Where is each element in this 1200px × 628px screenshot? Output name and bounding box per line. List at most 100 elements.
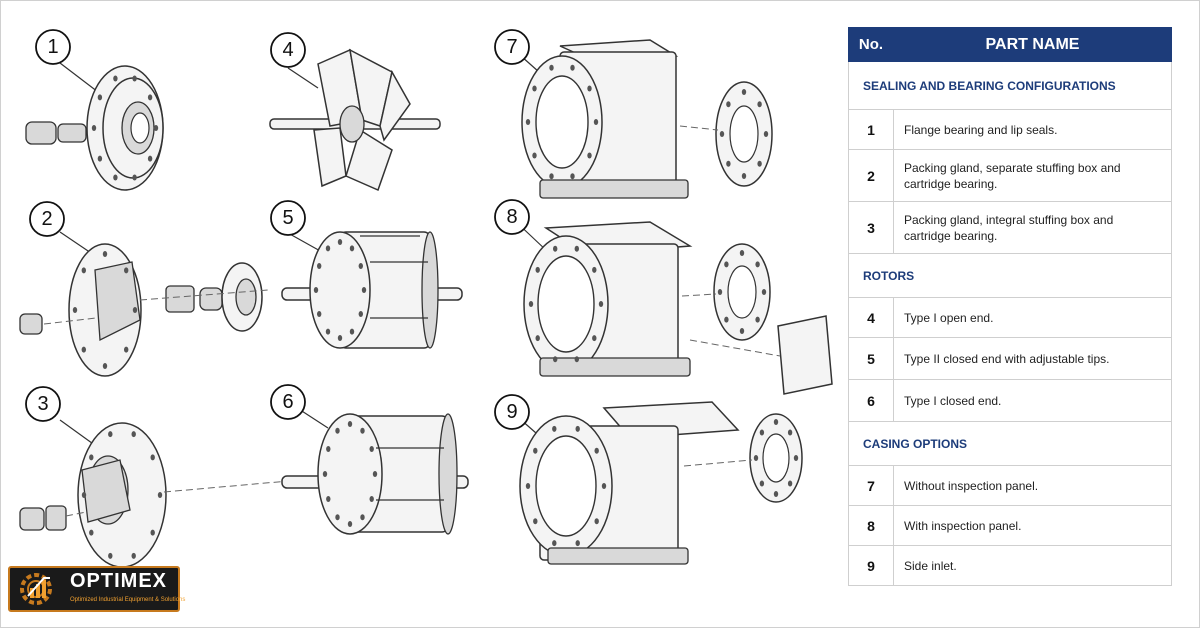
part-8-drawing bbox=[511, 217, 833, 395]
callout-3: 3 bbox=[25, 386, 61, 422]
bolt-hole bbox=[91, 125, 97, 131]
row-part-name: Type II closed end with adjustable tips. bbox=[893, 337, 1172, 380]
callout-2: 2 bbox=[29, 201, 65, 237]
bolt-hole bbox=[317, 311, 322, 317]
bolt-hole bbox=[592, 335, 597, 342]
callout-4-label: 4 bbox=[282, 39, 293, 61]
bolt-hole bbox=[528, 301, 534, 307]
bolt-hole bbox=[763, 131, 769, 137]
bolt-hole bbox=[594, 447, 599, 454]
bolt-hole bbox=[124, 346, 129, 353]
callout-2-label: 2 bbox=[41, 208, 52, 230]
bolt-hole bbox=[72, 307, 78, 313]
bolt-hole bbox=[358, 311, 363, 317]
bolt-hole bbox=[533, 447, 538, 454]
section-title-casing: CASING OPTIONS bbox=[848, 421, 1172, 466]
callout-4: 4 bbox=[270, 32, 306, 68]
bolt-hole bbox=[587, 85, 592, 92]
bolt-hole bbox=[131, 552, 136, 559]
bolt-hole bbox=[335, 514, 340, 521]
bolt-hole bbox=[89, 454, 94, 461]
bolt-hole bbox=[349, 328, 355, 335]
row-part-name: Without inspection panel. bbox=[893, 465, 1172, 506]
bolt-hole bbox=[102, 251, 108, 257]
bolt-hole bbox=[337, 239, 343, 245]
bolt-hole bbox=[108, 431, 113, 438]
bolt-hole bbox=[793, 455, 799, 461]
bolt-hole bbox=[525, 483, 531, 489]
section-row: SEALING AND BEARING CONFIGURATIONS bbox=[848, 61, 1172, 110]
callout-5-label: 5 bbox=[282, 207, 293, 229]
callout-9: 9 bbox=[494, 394, 530, 430]
table-row: 1 Flange bearing and lip seals. bbox=[848, 109, 1172, 150]
bolt-hole bbox=[349, 245, 355, 252]
bolt-hole bbox=[150, 529, 155, 536]
bolt-hole bbox=[535, 335, 540, 342]
bolt-hole bbox=[592, 266, 597, 273]
bolt-hole bbox=[326, 446, 331, 452]
header-no: No. bbox=[848, 27, 894, 62]
bolt-hole bbox=[81, 267, 87, 274]
part-3-drawing bbox=[19, 419, 301, 568]
bolt-hole bbox=[587, 152, 592, 159]
table-row: 2 Packing gland, separate stuffing box a… bbox=[848, 149, 1172, 202]
bolt-hole bbox=[574, 245, 579, 252]
callout-6: 6 bbox=[270, 384, 306, 420]
part-7-drawing bbox=[511, 39, 773, 199]
row-part-name: Flange bearing and lip seals. bbox=[893, 109, 1172, 150]
bolt-hole bbox=[574, 356, 579, 363]
row-part-name: Type I closed end. bbox=[893, 379, 1172, 422]
bolt-hole bbox=[131, 431, 136, 438]
bolt-hole bbox=[549, 64, 554, 71]
bolt-hole bbox=[97, 155, 103, 162]
row-number: 3 bbox=[848, 201, 894, 254]
row-part-name: Side inlet. bbox=[893, 545, 1172, 586]
row-number: 2 bbox=[848, 149, 894, 202]
row-number: 6 bbox=[848, 379, 894, 422]
bolt-hole bbox=[724, 316, 729, 323]
section-row: CASING OPTIONS bbox=[848, 421, 1172, 466]
header-part-name: PART NAME bbox=[893, 27, 1172, 62]
row-number: 1 bbox=[848, 109, 894, 150]
callout-3-label: 3 bbox=[37, 393, 48, 415]
bolt-hole bbox=[358, 263, 363, 269]
callout-6-label: 6 bbox=[282, 391, 293, 413]
bolt-hole bbox=[347, 521, 353, 527]
row-number: 4 bbox=[848, 297, 894, 338]
bolt-hole bbox=[322, 471, 328, 477]
bolt-hole bbox=[89, 529, 94, 536]
section-title-rotors: ROTORS bbox=[848, 253, 1172, 298]
bolt-hole bbox=[113, 174, 118, 181]
bolt-hole bbox=[741, 173, 747, 179]
bolt-hole bbox=[157, 492, 163, 498]
bolt-hole bbox=[535, 266, 540, 273]
bolt-hole bbox=[726, 101, 731, 108]
bolt-hole bbox=[773, 419, 779, 425]
bolt-hole bbox=[108, 552, 113, 559]
logo-tagline: Optimized Industrial Equipment & Solutio… bbox=[70, 597, 186, 603]
bolt-hole bbox=[102, 363, 108, 369]
gear-icon bbox=[20, 573, 52, 605]
bolt-hole bbox=[325, 245, 331, 252]
bolt-hole bbox=[724, 261, 729, 268]
callout-7-label: 7 bbox=[506, 36, 517, 58]
row-part-name: Type I open end. bbox=[893, 297, 1172, 338]
bolt-hole bbox=[719, 131, 725, 137]
section-title-sealing: SEALING AND BEARING CONFIGURATIONS bbox=[848, 61, 1172, 110]
bolt-hole bbox=[81, 346, 87, 353]
bolt-hole bbox=[757, 160, 762, 167]
bolt-hole bbox=[132, 307, 138, 313]
bolt-hole bbox=[575, 425, 580, 432]
bolt-hole bbox=[325, 328, 331, 335]
bolt-hole bbox=[755, 316, 760, 323]
bolt-hole bbox=[532, 85, 537, 92]
bolt-hole bbox=[347, 421, 353, 427]
row-part-name: Packing gland, integral stuffing box and… bbox=[893, 201, 1172, 254]
bolt-hole bbox=[552, 425, 557, 432]
bolt-hole bbox=[132, 75, 137, 82]
row-number: 7 bbox=[848, 465, 894, 506]
bolt-hole bbox=[549, 173, 554, 180]
bolt-hole bbox=[759, 429, 765, 436]
bolt-hole bbox=[753, 455, 759, 461]
bolt-hole bbox=[132, 174, 137, 181]
